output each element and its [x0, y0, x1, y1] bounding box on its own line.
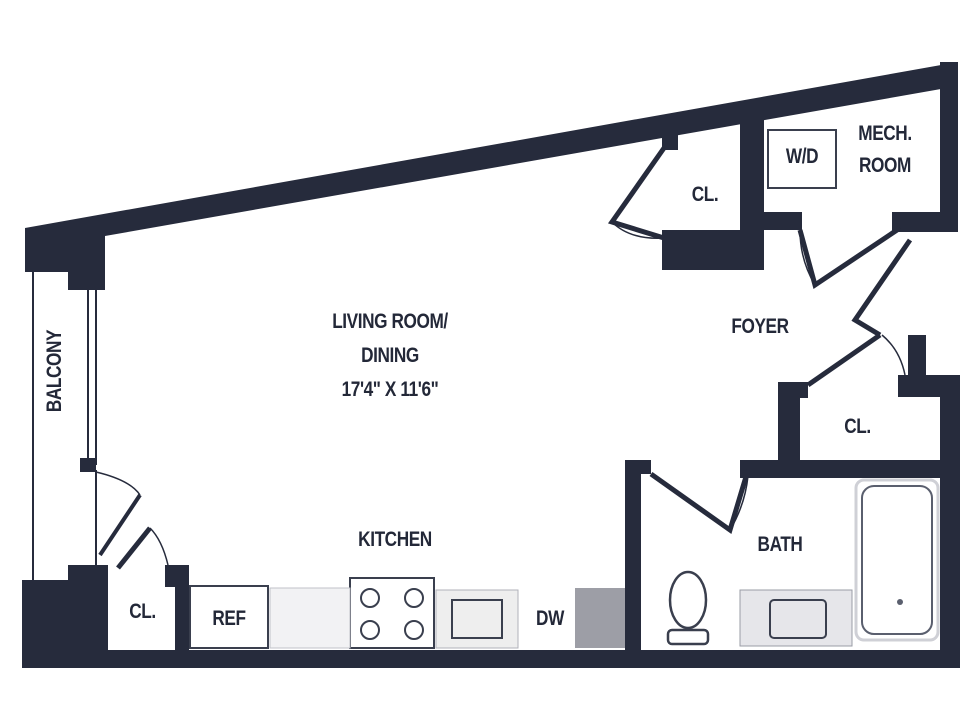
bath-label: BATH — [757, 533, 803, 556]
doors — [95, 146, 913, 570]
ref-label: REF — [212, 607, 246, 630]
balcony-label: BALCONY — [43, 329, 66, 413]
range — [349, 577, 435, 649]
interior-walls — [68, 108, 960, 668]
washer-dryer-label: W/D — [785, 145, 819, 168]
mech-room-label: MECH. ROOM — [852, 118, 918, 182]
counter-left — [269, 587, 351, 649]
foyer-label: FOYER — [731, 315, 789, 338]
dw-label: DW — [536, 607, 564, 630]
living-room-line1: LIVING ROOM/ — [332, 310, 448, 333]
living-room-label: LIVING ROOM/ DINING 17'4" X 11'6" — [316, 305, 464, 407]
balcony-window — [32, 272, 97, 580]
kitchen-sink — [435, 589, 519, 649]
mech-room-line1: MECH. — [858, 122, 912, 145]
mech-room-line2: ROOM — [859, 154, 911, 177]
exterior-walls — [22, 62, 960, 668]
closet-right-label: CL. — [844, 415, 871, 438]
closet-lower-label: CL. — [129, 600, 156, 623]
kitchen-label: KITCHEN — [358, 528, 432, 551]
living-room-line2: DINING — [361, 344, 419, 367]
living-room-dimensions: 17'4" X 11'6" — [341, 378, 439, 401]
closet-upper-label: CL. — [691, 183, 719, 206]
fixtures — [189, 129, 940, 649]
counter-right — [575, 588, 625, 648]
washer-dryer-box — [767, 129, 837, 189]
toilet — [668, 570, 708, 630]
bathtub — [854, 478, 940, 642]
ref-box — [189, 585, 269, 649]
